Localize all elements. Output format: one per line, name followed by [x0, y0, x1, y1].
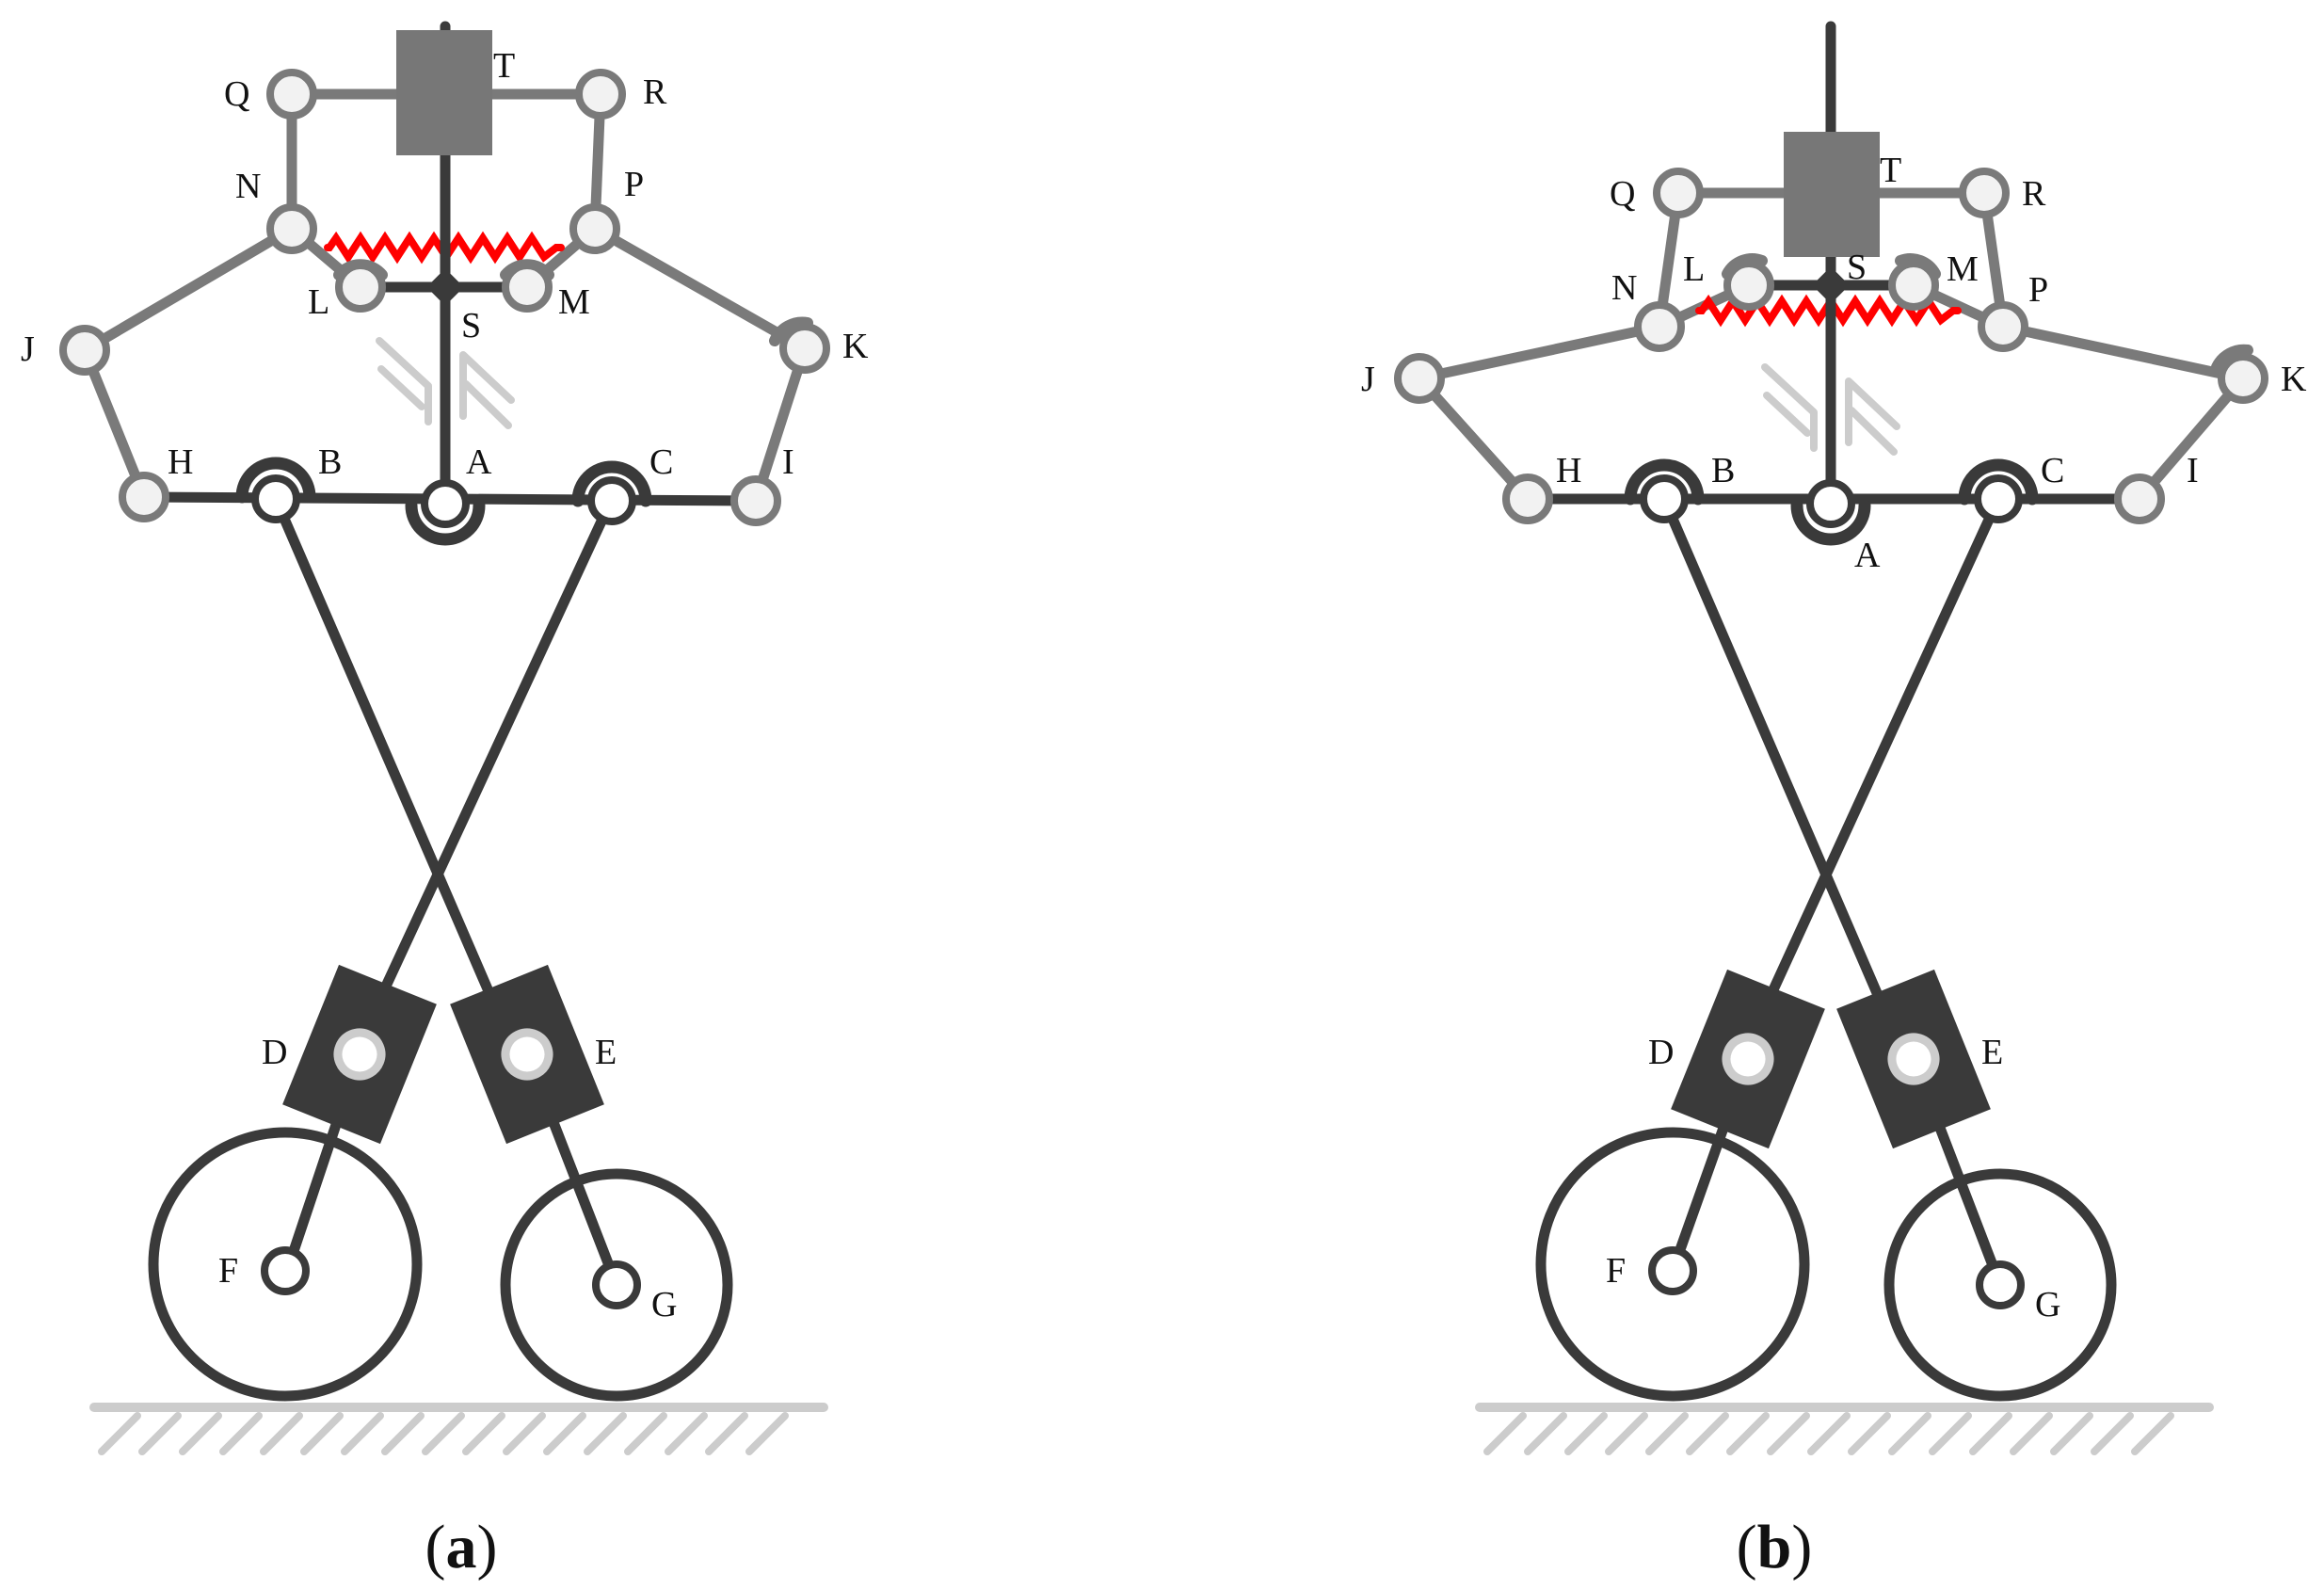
hub-f-a — [261, 1246, 310, 1295]
caption-a: (a) — [425, 1513, 498, 1581]
hub-g-a — [592, 1260, 641, 1309]
label-m-b: M — [1947, 249, 1979, 289]
label-l-a: L — [308, 282, 329, 322]
label-n-b: N — [1611, 268, 1637, 308]
label-c-a: C — [649, 442, 673, 482]
slider-t-b — [1784, 132, 1880, 257]
panel-b: Q T R N L S M P J K H B C I A D E F G — [1361, 21, 2307, 1581]
label-f-a: F — [218, 1251, 238, 1291]
label-f-b: F — [1606, 1251, 1626, 1291]
label-j-b: J — [1361, 360, 1375, 399]
dark-frame-a — [138, 21, 761, 1291]
label-g-a: G — [651, 1285, 677, 1324]
slider-d-b — [1671, 969, 1825, 1149]
hub-s-b — [1812, 266, 1850, 304]
label-l-b: L — [1683, 249, 1705, 289]
label-b-b: B — [1711, 451, 1735, 490]
ground-hatch-a — [98, 1412, 789, 1455]
label-k-b: K — [2281, 360, 2307, 399]
label-a-b: A — [1854, 536, 1881, 575]
label-s-b: S — [1847, 248, 1867, 287]
ground-a — [89, 1403, 828, 1455]
slider-d-a — [282, 964, 437, 1145]
label-b-a: B — [318, 442, 342, 482]
motion-arrows-a — [376, 337, 515, 429]
wheel-g-b — [1883, 1168, 2117, 1402]
label-d-a: D — [262, 1033, 287, 1072]
label-t-a: T — [493, 46, 515, 86]
label-i-b: I — [2187, 451, 2199, 490]
label-d-b: D — [1648, 1033, 1674, 1072]
wheel-f-a — [148, 1127, 423, 1402]
panel-a: Q T R N P L M S J K H B A C I D E F G — [21, 21, 869, 1581]
ground-b — [1475, 1403, 2214, 1455]
motion-arrows-b — [1761, 363, 1900, 456]
label-k-a: K — [842, 327, 869, 366]
label-c-b: C — [2041, 451, 2064, 490]
label-r-a: R — [643, 72, 667, 112]
slider-t-a — [396, 30, 492, 155]
hub-f-b — [1648, 1246, 1697, 1295]
point-labels-a: Q T R N P L M S J K H B A C I D E F G — [21, 46, 869, 1324]
label-m-a: M — [558, 282, 590, 322]
label-g-b: G — [2035, 1285, 2060, 1324]
label-h-b: H — [1556, 451, 1581, 490]
label-h-a: H — [168, 442, 193, 482]
wheel-f-b — [1535, 1127, 1810, 1402]
label-j-a: J — [21, 329, 35, 369]
point-labels-b: Q T R N L S M P J K H B C I A D E F G — [1361, 151, 2307, 1324]
label-s-a: S — [461, 306, 481, 345]
wheel-g-a — [500, 1168, 733, 1402]
slider-e-a — [450, 964, 604, 1145]
label-r-b: R — [2022, 174, 2046, 214]
ground-hatch-b — [1483, 1412, 2174, 1455]
caption-b: (b) — [1737, 1513, 1813, 1581]
label-p-a: P — [624, 165, 644, 204]
spring-b — [1695, 294, 1962, 328]
label-p-b: P — [2028, 270, 2048, 310]
label-t-b: T — [1880, 151, 1901, 190]
hub-s-a — [426, 268, 464, 306]
label-i-a: I — [782, 442, 794, 482]
hub-g-b — [1976, 1260, 2025, 1309]
joints-b — [1394, 168, 2268, 528]
joints-a — [59, 69, 830, 528]
label-a-a: A — [466, 442, 492, 482]
label-e-a: E — [595, 1033, 617, 1072]
label-q-a: Q — [224, 74, 249, 114]
slider-e-b — [1836, 969, 1991, 1149]
label-q-b: Q — [1610, 174, 1635, 214]
label-e-b: E — [1981, 1033, 2003, 1072]
label-n-a: N — [235, 167, 261, 206]
